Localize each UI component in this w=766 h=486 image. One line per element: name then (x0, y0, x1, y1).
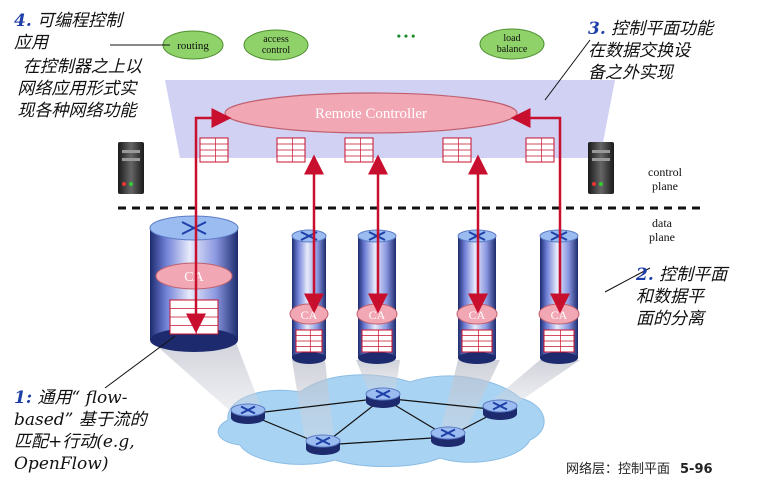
ca-label: CA (301, 308, 318, 322)
switch-flow-table (169, 299, 219, 335)
right-server-icon (588, 142, 614, 194)
annotation-4: 4. 可编程控制 应用 (14, 11, 123, 53)
annotation-1-leader (104, 335, 176, 389)
network-router[interactable] (430, 426, 466, 447)
network-router[interactable] (482, 399, 518, 420)
footer-page: 5-96 (680, 462, 713, 477)
control-flow-table (442, 137, 472, 163)
switch-flow-table (543, 329, 575, 353)
annotation-4-detail: 在控制器之上以 网络应用形式实 现各种网络功能 (17, 57, 142, 121)
network-router[interactable] (230, 403, 266, 424)
ca-label: CA (369, 308, 386, 322)
control-plane-label: control plane (648, 165, 682, 193)
bidirectional-arrow (186, 108, 232, 334)
router-x-icon (375, 389, 391, 399)
control-flow-table (199, 137, 229, 163)
app-ellipsis: • • • (397, 29, 416, 43)
annotation-3: 3. 控制平面功能 在数据交换设 备之外实现 (588, 19, 714, 83)
switch-flow-table (461, 329, 493, 353)
router-x-icon (315, 436, 331, 446)
ca-label: CA (469, 308, 486, 322)
bidirectional-arrow (510, 108, 570, 314)
router-x-icon (240, 405, 256, 415)
switches: CA CA CA CA CA (149, 215, 580, 364)
router-x-icon (440, 428, 456, 438)
annotation-2: 2. 控制平面 和数据平 面的分离 (636, 265, 728, 329)
router-x-icon (492, 401, 508, 411)
app-routing[interactable]: routing (162, 30, 224, 60)
switch-flow-table (361, 329, 393, 353)
control-flow-table (525, 137, 555, 163)
app-routing-label: routing (177, 40, 209, 52)
annotation-2-leader (604, 267, 651, 293)
annotation-1: 1: 通用“ flow- based” 基于流的 匹配+行动(e.g, Open… (14, 388, 147, 474)
control-flow-table (276, 137, 306, 163)
control-flow-table (344, 137, 374, 163)
network-router[interactable] (305, 434, 341, 455)
remote-controller-label: Remote Controller (315, 106, 427, 122)
footer-title: 网络层：控制平面 (566, 462, 671, 477)
projection-beams (150, 340, 580, 440)
controller-switch-arrows (186, 108, 570, 334)
switch-2[interactable]: CA (289, 229, 329, 364)
footer: 网络层：控制平面 5-96 (566, 458, 713, 477)
data-plane-label: data plane (649, 216, 675, 244)
network-router[interactable] (365, 387, 401, 408)
annotation-3-leader (544, 39, 591, 101)
network-routers (230, 387, 518, 455)
ca-label: CA (551, 308, 568, 322)
switch-flow-table (295, 329, 323, 353)
switch-1[interactable]: CA (149, 215, 239, 352)
left-server-icon (118, 142, 144, 194)
ca-label: CA (184, 270, 204, 285)
